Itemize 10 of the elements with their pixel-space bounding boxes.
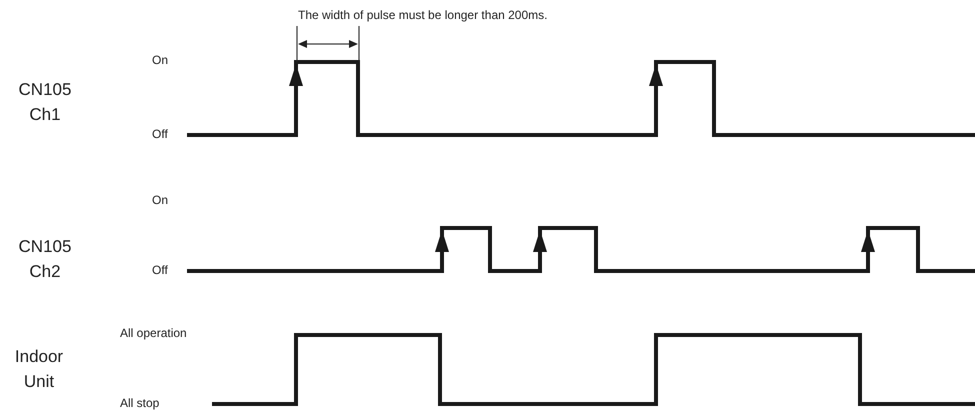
level-label: Off xyxy=(152,127,170,142)
level-label: All operation xyxy=(120,326,189,340)
signal-name: CN105 Ch2 xyxy=(18,236,72,283)
level-label: On xyxy=(152,53,170,68)
signal-name: Indoor Unit xyxy=(14,346,64,393)
note-text: The width of pulse must be longer than 200ms. xyxy=(298,8,548,22)
level-label: Off xyxy=(152,263,170,278)
signal-name: CN105 Ch1 xyxy=(18,79,72,126)
level-label: All stop xyxy=(120,396,162,410)
level-label: On xyxy=(152,193,170,208)
